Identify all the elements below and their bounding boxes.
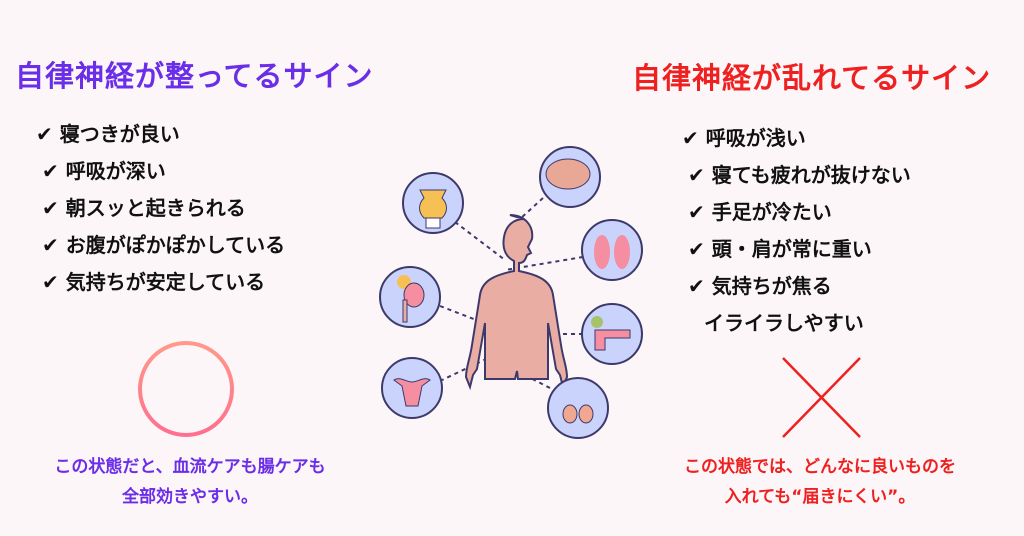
organ-uterus-icon — [381, 357, 443, 419]
good-signs-note: この状態だと、血流ケアも腸ケアも 全部効きやすい。 — [20, 452, 360, 512]
human-body-icon — [464, 214, 569, 391]
note-line: 全部効きやすい。 — [122, 487, 258, 507]
note-line: この状態だと、血流ケアも腸ケアも — [54, 457, 326, 477]
list-item: ✔ 気持ちが焦る — [688, 274, 832, 298]
organ-testes-icon — [547, 377, 609, 439]
note-line: 入れても“届きにくい”。 — [724, 487, 916, 507]
organ-kidney-icon — [379, 266, 441, 328]
good-signs-list: ✔ 寝つきが良い ✔ 呼吸が深い ✔ 朝スッと起きられる ✔ お腹がぽかぽかして… — [36, 116, 285, 301]
list-item: ✔ 呼吸が浅い — [682, 126, 806, 150]
list-item: ✔ 気持ちが安定している — [42, 270, 266, 294]
bad-signs-note: この状態では、どんなに良いものを 入れても“届きにくい”。 — [640, 452, 1000, 512]
list-item: ✔ 手足が冷たい — [688, 200, 832, 224]
list-item: ✔ 朝スッと起きられる — [42, 196, 246, 220]
circle-mark-icon — [138, 341, 234, 437]
cross-mark-icon — [782, 357, 861, 438]
bad-signs-list: ✔ 呼吸が浅い ✔ 寝ても疲れが抜けない ✔ 手足が冷たい ✔ 頭・肩が常に重い… — [682, 120, 911, 342]
organ-lungs-icon — [581, 219, 643, 281]
bad-signs-title: 自律神経が乱れてるサイン — [632, 61, 992, 95]
organ-brain-icon — [539, 146, 601, 208]
list-item: ✔ 寝つきが良い — [36, 122, 180, 146]
list-item: ✔ 頭・肩が常に重い — [688, 237, 872, 261]
good-signs-title: 自律神経が整ってるサイン — [15, 59, 374, 93]
list-item: ✔ お腹がぽかぽかしている — [42, 233, 286, 257]
list-item: ✔ 呼吸が深い — [42, 159, 166, 183]
list-item: イライラしやすい — [704, 311, 864, 335]
organ-pancreas-icon — [581, 303, 643, 365]
list-item: ✔ 寝ても疲れが抜けない — [688, 163, 911, 187]
note-line: この状態では、どんなに良いものを — [684, 457, 956, 477]
organ-thyroid-icon — [402, 172, 464, 234]
